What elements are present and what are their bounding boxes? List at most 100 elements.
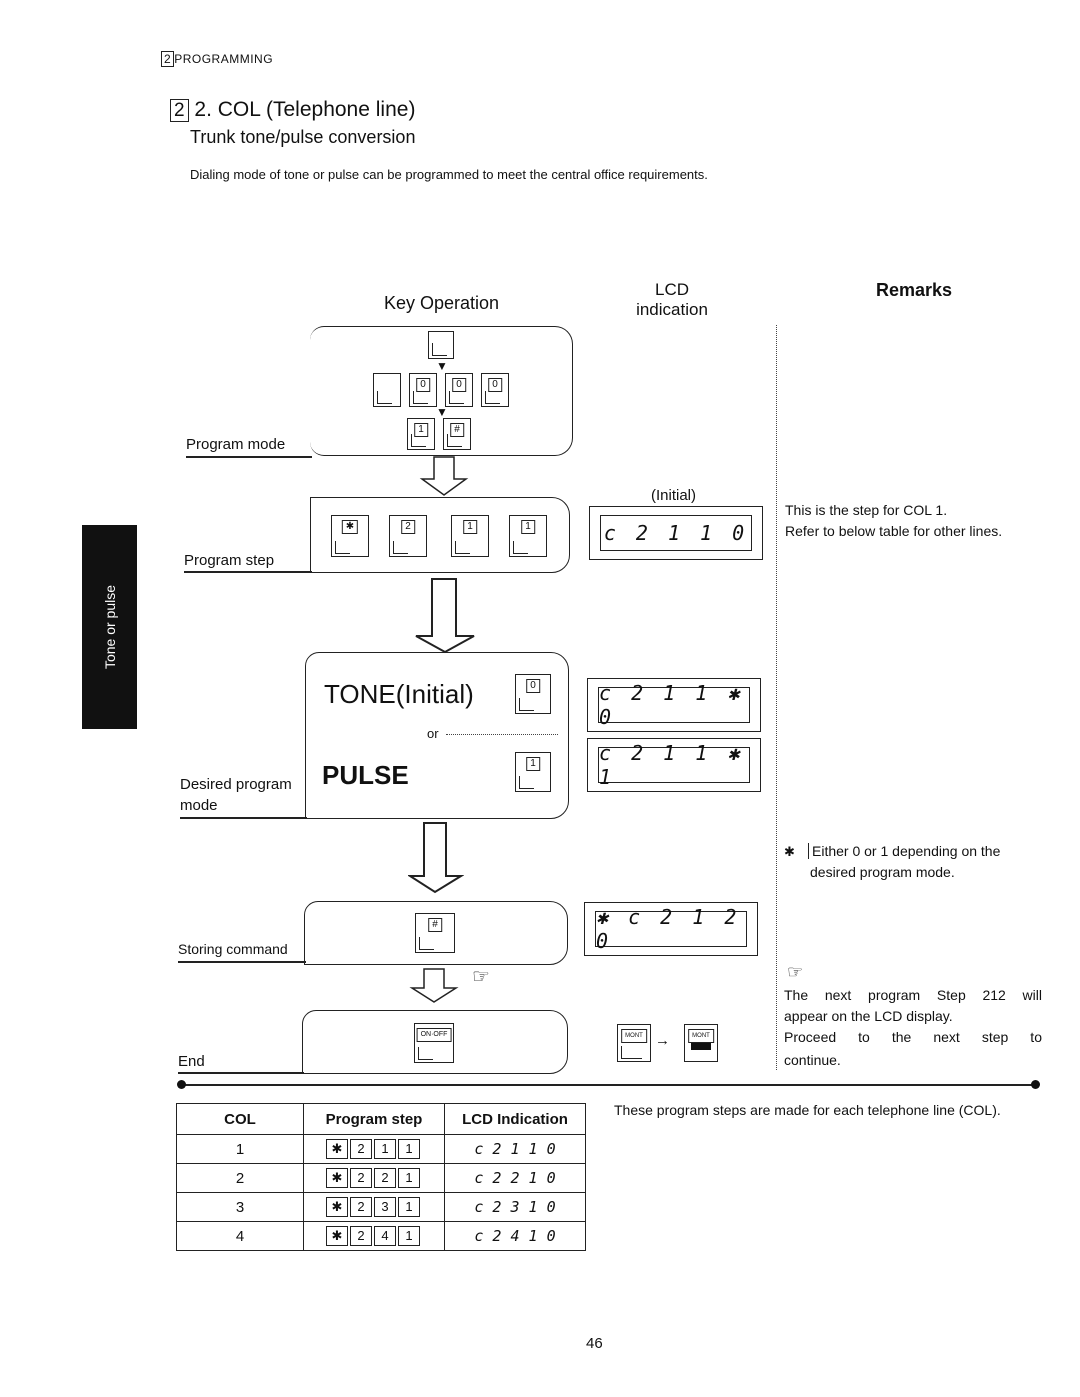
lcd-heading: LCD indication (632, 280, 712, 320)
table-cell-col: 3 (176, 1192, 304, 1222)
key-1: 1 (398, 1226, 420, 1246)
page-title: 2 2. COL (Telephone line) (170, 98, 415, 122)
key-2: 2 (350, 1226, 372, 1246)
key-2: 2 (350, 1168, 372, 1188)
hash-key[interactable]: # (415, 913, 455, 953)
section-separator (182, 1084, 1036, 1086)
zero-key[interactable]: 0 (515, 674, 551, 714)
key-digit: 4 (374, 1226, 396, 1246)
one-key[interactable]: 1 (509, 515, 547, 557)
table-cell-lcd: c 2 1 1 0 (444, 1134, 586, 1164)
page-number: 46 (586, 1335, 603, 1352)
on-off-key[interactable] (428, 331, 454, 359)
desired-mode-underline (180, 817, 307, 819)
or-dots (446, 734, 558, 735)
key-digit: 1 (374, 1139, 396, 1159)
flow-arrow-icon (408, 822, 464, 894)
table-cell-col: 4 (176, 1221, 304, 1251)
tone-option: TONE(Initial) (324, 679, 474, 709)
mont-key[interactable]: MONT (617, 1024, 651, 1062)
storing-command-label: Storing command (178, 941, 288, 957)
desired-mode-label-line1: Desired program (180, 776, 292, 793)
zero-key-a[interactable]: 0 (409, 373, 437, 407)
end-underline (178, 1072, 304, 1074)
star-key: ✱ (326, 1226, 348, 1246)
lcd-heading-line2: indication (636, 300, 708, 319)
lcd-store-text: ✱ c 2 1 2 0 (595, 905, 747, 953)
intro-text: Dialing mode of tone or pulse can be pro… (190, 167, 708, 182)
arrow-down-icon: ▼ (436, 359, 448, 373)
mont-key-pressed[interactable]: MONT (684, 1024, 718, 1062)
key-2: 2 (350, 1197, 372, 1217)
flow-arrow-icon (409, 968, 459, 1003)
key-digit: 3 (374, 1197, 396, 1217)
lcd-tone-display: c 2 1 1 ✱ 0 (587, 678, 761, 732)
remarks-heading: Remarks (876, 280, 953, 300)
or-text: or (427, 726, 439, 741)
lcd-store-display: ✱ c 2 1 2 0 (584, 902, 758, 956)
lcd-step-display: c 2 1 1 0 (589, 506, 763, 560)
note-line2: desired program mode. (810, 864, 955, 880)
storing-command-box (304, 901, 568, 965)
program-step-label: Program step (184, 552, 275, 569)
title-text: 2. COL (Telephone line) (194, 98, 416, 121)
next-line2: appear on the LCD display. (784, 1008, 953, 1024)
desired-mode-label-line2: mode (180, 797, 218, 814)
lcd-heading-line1: LCD (654, 280, 689, 299)
zero-key-c[interactable]: 0 (481, 373, 509, 407)
end-box (302, 1010, 568, 1074)
star-key[interactable]: ✱ (331, 515, 369, 557)
lcd-pulse-text: c 2 1 1 ✱ 1 (598, 741, 750, 789)
arrow-right-icon: → (655, 1032, 670, 1049)
one-key[interactable]: 1 (515, 752, 551, 792)
table-header-row: COL Program step LCD Indication (176, 1103, 586, 1135)
next-line1: The next program Step 212 will (784, 987, 1042, 1003)
star-key[interactable] (373, 373, 401, 407)
lcd-step-text: c 2 1 1 0 (600, 515, 752, 551)
on-off-key[interactable]: ON·OFF (414, 1023, 454, 1063)
key-1: 1 (398, 1139, 420, 1159)
table-note: These program steps are made for each te… (614, 1102, 1001, 1118)
star-key: ✱ (326, 1139, 348, 1159)
table-cell-lcd: c 2 4 1 0 (444, 1221, 586, 1251)
hash-key[interactable]: # (443, 418, 471, 450)
remark-step-line1: This is the step for COL 1. (785, 502, 948, 518)
next-line4: continue. (784, 1052, 841, 1068)
note-line1: Either 0 or 1 depending on the (808, 843, 1000, 859)
key-1: 1 (398, 1168, 420, 1188)
remarks-divider (776, 325, 777, 1070)
star-key: ✱ (326, 1197, 348, 1217)
key-2: 2 (350, 1139, 372, 1159)
table-header-col: COL (176, 1103, 304, 1135)
table-cell-lcd: c 2 3 1 0 (444, 1192, 586, 1222)
zero-key-b[interactable]: 0 (445, 373, 473, 407)
two-key[interactable]: 2 (389, 515, 427, 557)
pulse-option: PULSE (322, 760, 409, 790)
side-tab: Tone or pulse (82, 525, 137, 729)
remark-step-line2: Refer to below table for other lines. (785, 523, 1003, 539)
section-label: PROGRAMMING (174, 52, 274, 66)
program-mode-box (310, 326, 573, 456)
key-1: 1 (398, 1197, 420, 1217)
section-number-box: 2 (161, 51, 175, 67)
one-key[interactable]: 1 (451, 515, 489, 557)
table-cell-col: 2 (176, 1163, 304, 1193)
page-subtitle: Trunk tone/pulse conversion (190, 127, 416, 147)
key-operation-heading: Key Operation (384, 293, 500, 313)
one-key[interactable]: 1 (407, 418, 435, 450)
program-mode-underline (186, 456, 312, 458)
program-step-box (310, 497, 570, 573)
key-digit: 2 (374, 1168, 396, 1188)
side-tab-text: Tone or pulse (101, 584, 118, 670)
storing-underline (178, 961, 306, 963)
pointing-hand-icon: ☞ (787, 962, 804, 982)
